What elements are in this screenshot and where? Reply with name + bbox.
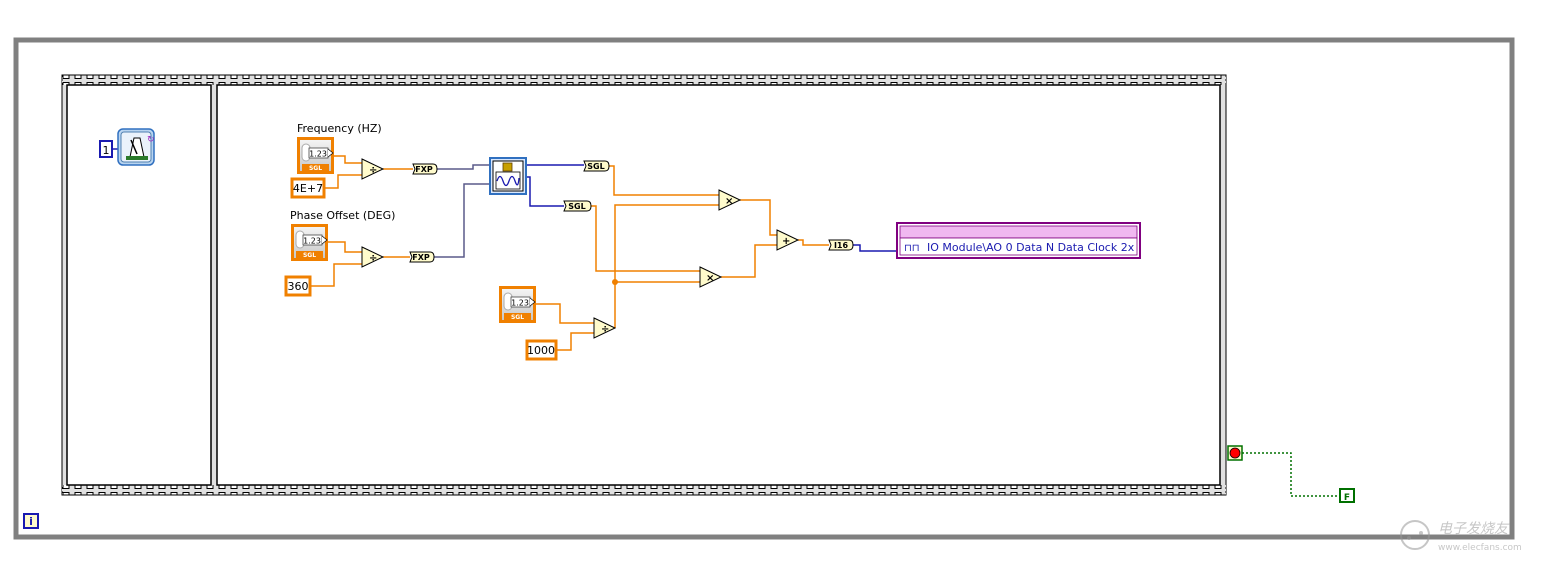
phase-divisor-value: 360: [288, 280, 309, 293]
svg-text:÷: ÷: [369, 253, 377, 264]
sine-wave-icon: [496, 175, 520, 187]
false-constant[interactable]: F: [1339, 488, 1355, 503]
to-fxp-node-1[interactable]: FXP: [412, 163, 438, 175]
stop-wire: [1242, 452, 1340, 497]
svg-text:SGL: SGL: [303, 252, 316, 259]
iteration-terminal[interactable]: i: [23, 513, 39, 529]
fpga-io-node[interactable]: IO Module\AO 0 Data N Data Clock 2x ⊓⊓: [896, 222, 1141, 259]
orange-wires: [310, 155, 829, 351]
wire-junction: [612, 279, 618, 285]
fxp-wires: [434, 164, 897, 258]
svg-text:1.23: 1.23: [303, 237, 321, 246]
freq-divisor-value: 4E+7: [293, 182, 323, 195]
watermark-url: www.elecfans.com: [1438, 543, 1522, 553]
add-node[interactable]: +: [776, 229, 800, 251]
svg-text:×: ×: [706, 273, 714, 284]
to-i16-node[interactable]: I16: [828, 239, 854, 251]
io-node-label: IO Module\AO 0 Data N Data Clock 2x: [927, 241, 1135, 254]
stop-terminal[interactable]: [1227, 445, 1243, 461]
flat-sequence-structure[interactable]: [61, 74, 1227, 496]
amp-divisor-value: 1000: [527, 344, 555, 357]
divide-node-phase[interactable]: ÷: [361, 246, 385, 268]
svg-text:1.23: 1.23: [309, 150, 327, 159]
svg-text:SGL: SGL: [309, 165, 322, 172]
iteration-terminal-label: i: [29, 515, 33, 528]
watermark: 电子发烧友 www.elecfans.com: [1400, 520, 1522, 553]
phase-offset-label: Phase Offset (DEG): [290, 209, 395, 222]
svg-text:1.23: 1.23: [511, 299, 529, 308]
freq-divisor-constant[interactable]: 4E+7: [290, 177, 326, 199]
to-sgl-node-1[interactable]: SGL: [583, 160, 610, 172]
svg-text:+: +: [782, 236, 790, 247]
multiply-node-2[interactable]: ×: [699, 266, 723, 288]
svg-text:÷: ÷: [369, 165, 377, 176]
svg-text:F: F: [1344, 493, 1350, 503]
svg-text:↻: ↻: [147, 135, 155, 145]
to-fxp-node-2[interactable]: FXP: [409, 251, 435, 263]
svg-text:FXP: FXP: [412, 253, 430, 262]
amplitude-control[interactable]: 1.23 SGL: [499, 286, 536, 323]
multiply-node-1[interactable]: ×: [718, 189, 742, 211]
amp-divisor-constant[interactable]: 1000: [525, 339, 558, 361]
wait-constant[interactable]: 1: [99, 140, 113, 158]
metronome-wait-icon[interactable]: ↻: [117, 128, 155, 166]
phase-divisor-constant[interactable]: 360: [284, 275, 312, 297]
wait-constant-value: 1: [103, 144, 110, 157]
svg-text:SGL: SGL: [511, 314, 524, 321]
svg-text:SGL: SGL: [568, 202, 585, 211]
frequency-control[interactable]: 1.23 SGL: [297, 137, 334, 174]
svg-text:I16: I16: [834, 241, 849, 250]
svg-text:SGL: SGL: [587, 162, 604, 171]
to-sgl-node-2[interactable]: SGL: [563, 200, 592, 212]
divide-node-amplitude[interactable]: ÷: [593, 317, 617, 339]
svg-text:÷: ÷: [601, 324, 609, 335]
stop-button-icon: [1229, 447, 1241, 459]
watermark-cn: 电子发烧友: [1438, 521, 1510, 537]
frequency-label: Frequency (HZ): [297, 122, 382, 135]
svg-text:FXP: FXP: [415, 165, 433, 174]
clock-signal-icon: ⊓⊓: [904, 243, 920, 254]
sequence-frame-2: [216, 84, 1221, 486]
sine-wave-generator[interactable]: [489, 157, 527, 195]
while-loop[interactable]: [13, 37, 1515, 540]
divide-node-frequency[interactable]: ÷: [361, 158, 385, 180]
svg-text:×: ×: [725, 196, 733, 207]
phase-offset-control[interactable]: 1.23 SGL: [291, 224, 328, 261]
